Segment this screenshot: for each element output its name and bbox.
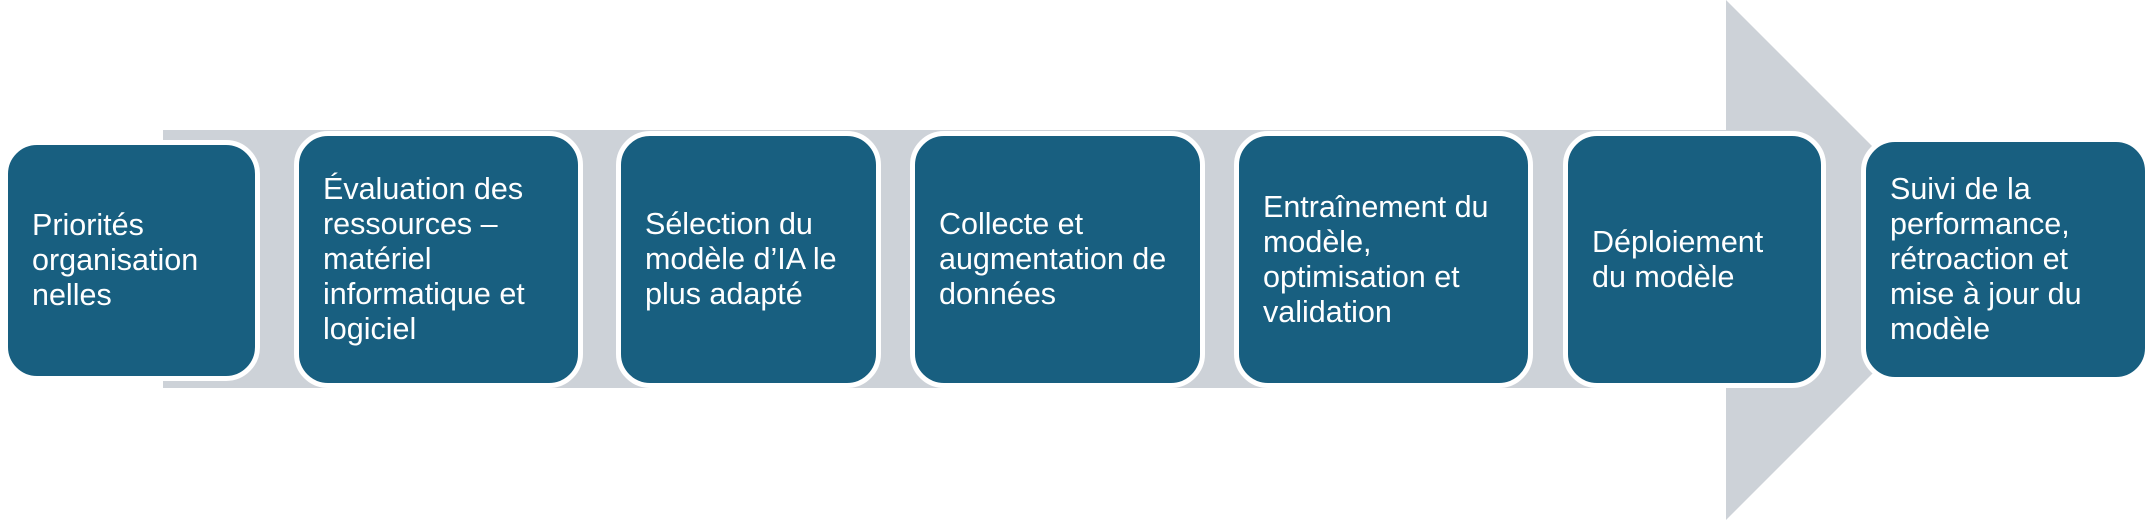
step-label: Priorités organisation nelles	[32, 208, 199, 312]
step-4: Collecte et augmentation de données	[910, 131, 1205, 388]
step-label: Collecte et augmentation de données	[939, 207, 1167, 311]
step-label: Suivi de la performance, rétroaction et …	[1890, 172, 2082, 346]
step-2: Évaluation des ressources – matériel inf…	[294, 131, 583, 388]
step-label: Sélection du modèle d’IA le plus adapté	[645, 207, 837, 311]
step-5: Entraînement du modèle, optimisation et …	[1234, 131, 1533, 388]
step-6: Déploiement du modèle	[1563, 131, 1826, 388]
step-label: Évaluation des ressources – matériel inf…	[323, 172, 525, 346]
step-7: Suivi de la performance, rétroaction et …	[1861, 137, 2150, 382]
step-3: Sélection du modèle d’IA le plus adapté	[616, 131, 881, 388]
step-1: Priorités organisation nelles	[3, 140, 260, 381]
step-label: Déploiement du modèle	[1592, 224, 1764, 294]
step-label: Entraînement du modèle, optimisation et …	[1263, 189, 1489, 329]
